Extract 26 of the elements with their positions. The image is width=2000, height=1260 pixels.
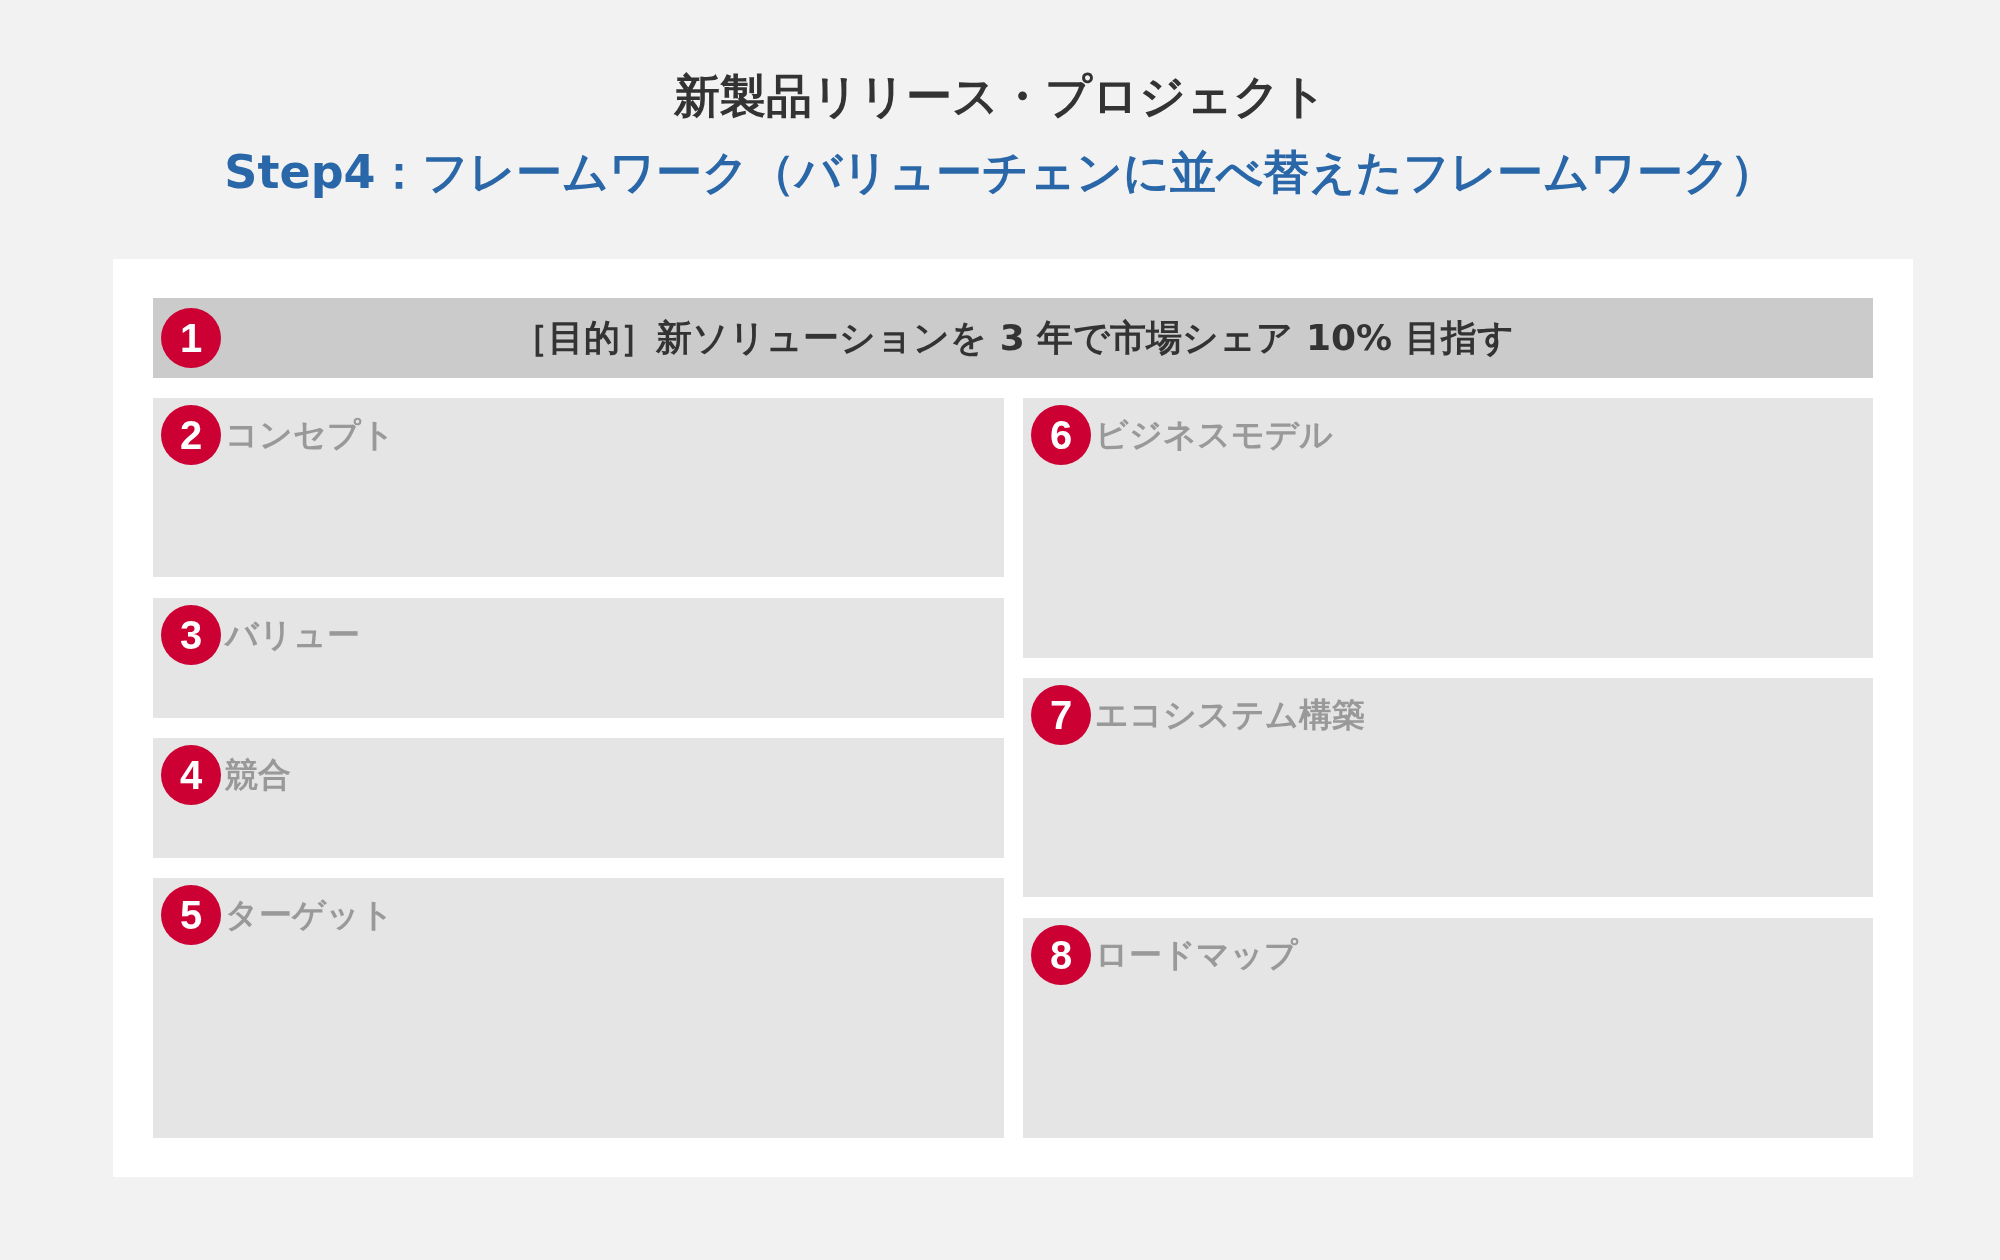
section-heading: エコシステム構築 (1095, 695, 1365, 735)
section-heading: ロードマップ (1095, 935, 1298, 975)
section-box (153, 398, 1004, 577)
number-badge: 5 (161, 885, 221, 945)
number-badge: 6 (1031, 405, 1091, 465)
number-badge: 1 (161, 308, 221, 368)
section-box (1023, 678, 1873, 897)
subtitle: Step4：フレームワーク（バリューチェンに並べ替えたフレームワーク） (224, 144, 1776, 200)
number-badge: 4 (161, 745, 221, 805)
section-heading: コンセプト (225, 415, 395, 455)
section-heading: 競合 (225, 755, 291, 795)
number-badge: 8 (1031, 925, 1091, 985)
section-heading: バリュー (225, 615, 360, 655)
goal-text: ［目的］新ソリューションを 3 年で市場シェア 10% 目指す (512, 316, 1514, 360)
section-box (1023, 398, 1873, 658)
number-badge: 3 (161, 605, 221, 665)
section-box (153, 738, 1004, 858)
goal-bar (153, 298, 1873, 378)
section-heading: ターゲット (225, 895, 394, 935)
title: 新製品リリース・プロジェクト (673, 68, 1327, 124)
section-box (153, 598, 1004, 718)
section-heading: ビジネスモデル (1095, 415, 1333, 455)
number-badge: 2 (161, 405, 221, 465)
number-badge: 7 (1031, 685, 1091, 745)
section-box (1023, 918, 1873, 1138)
section-box (153, 878, 1004, 1138)
